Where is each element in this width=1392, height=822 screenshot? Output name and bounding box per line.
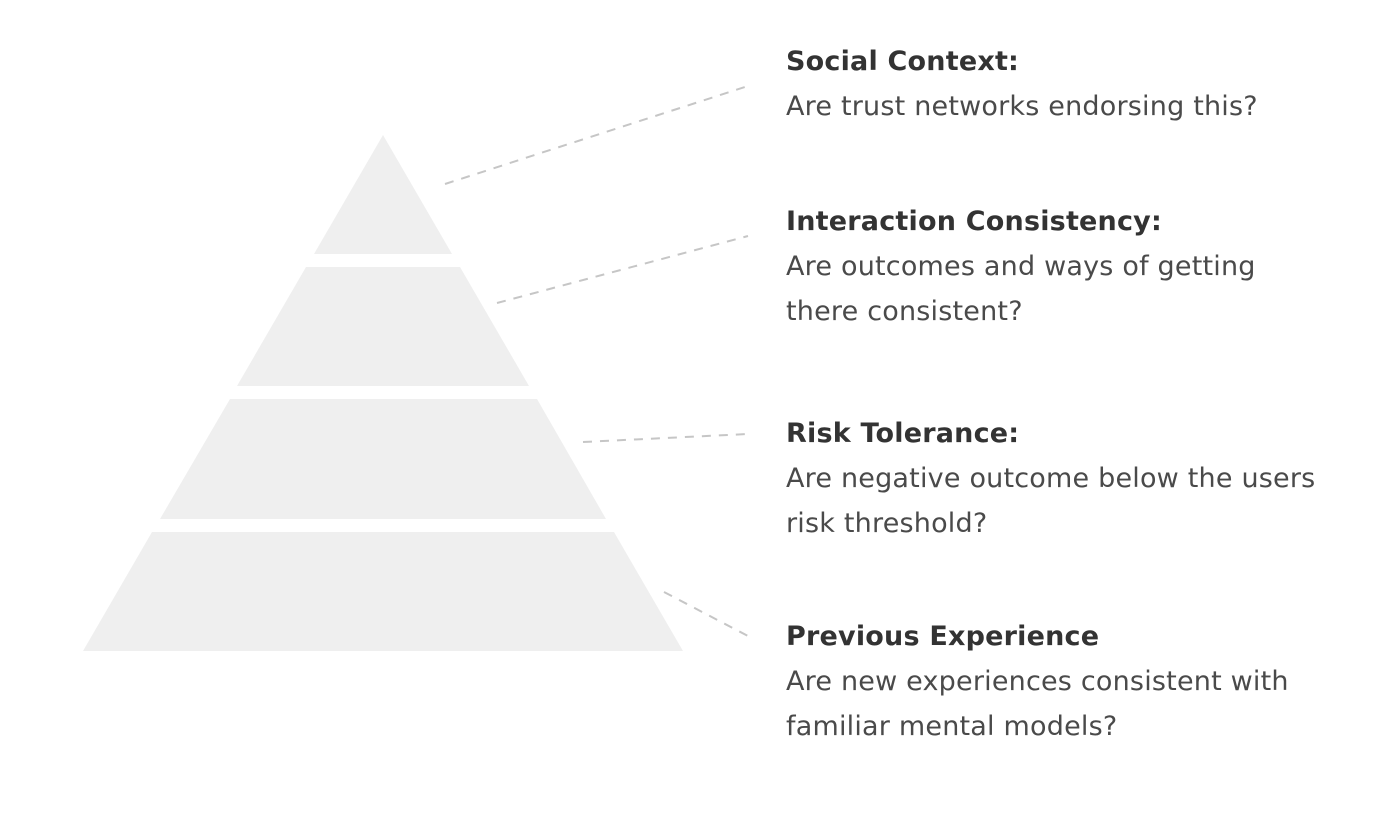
connector-line-previous-experience xyxy=(663,591,749,637)
level-label-interaction-consistency: Interaction Consistency: Are outcomes an… xyxy=(786,199,1392,334)
connector-line-social-context xyxy=(444,85,749,185)
pyramid-tier-3-shape xyxy=(160,399,606,519)
level-title: Interaction Consistency: xyxy=(786,206,1162,237)
connector-line-risk-tolerance xyxy=(582,433,749,443)
pyramid-tier-4-shape xyxy=(83,532,683,651)
level-label-risk-tolerance: Risk Tolerance: Are negative outcome bel… xyxy=(786,411,1392,546)
level-question: Are new experiences consistent with fami… xyxy=(786,666,1289,742)
level-label-social-context: Social Context: Are trust networks endor… xyxy=(786,39,1392,129)
level-title: Previous Experience xyxy=(786,621,1100,652)
level-title: Risk Tolerance: xyxy=(786,418,1020,449)
connector-line-interaction-consistency xyxy=(496,235,749,304)
pyramid-tier-2-shape xyxy=(237,267,529,386)
level-question: Are outcomes and ways of getting there c… xyxy=(786,251,1256,327)
level-label-previous-experience: Previous Experience Are new experiences … xyxy=(786,614,1392,749)
pyramid-tier-1-shape xyxy=(314,135,452,254)
level-title: Social Context: xyxy=(786,46,1020,77)
level-question: Are trust networks endorsing this? xyxy=(786,91,1258,122)
level-question: Are negative outcome below the users ris… xyxy=(786,463,1316,539)
